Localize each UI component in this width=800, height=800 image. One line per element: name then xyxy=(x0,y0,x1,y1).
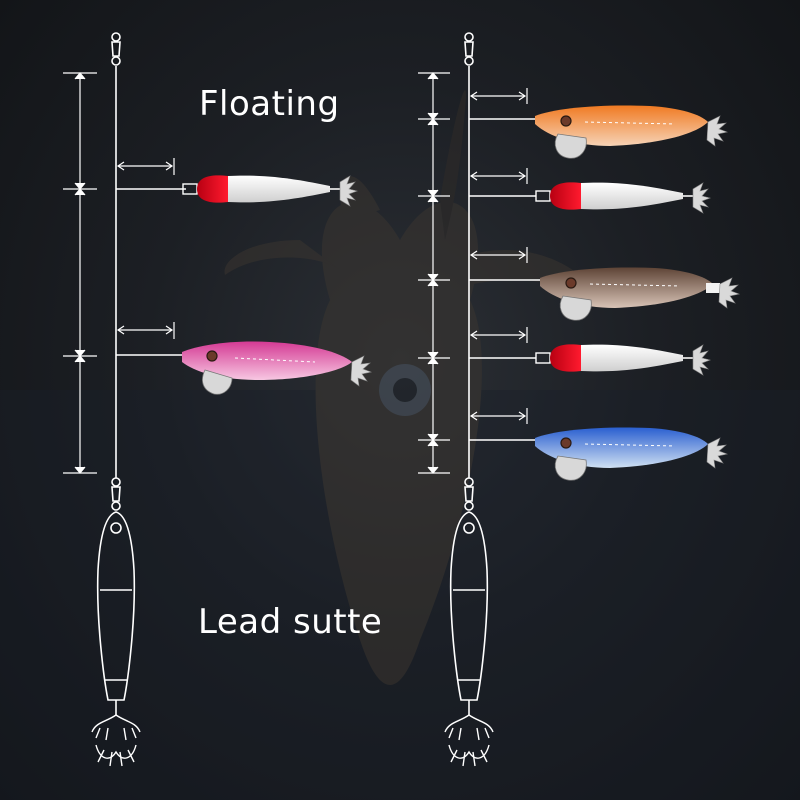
swivel-icon xyxy=(111,32,121,66)
swivel-icon xyxy=(464,32,474,66)
floating-label: Floating xyxy=(199,84,340,124)
sinker-icon xyxy=(96,511,136,715)
left-rig xyxy=(63,32,186,767)
dimension-arrows xyxy=(63,72,175,474)
squid-jig-icon xyxy=(182,341,373,395)
dimension-arrows xyxy=(418,72,528,474)
squid-jig-icon xyxy=(535,427,729,481)
right-rig xyxy=(418,32,540,767)
squid-jig-icon xyxy=(535,105,729,159)
lead-sutte-label: Lead sutte xyxy=(198,602,383,642)
squid-jig-icon xyxy=(540,267,741,321)
squid-jig-hook-icon xyxy=(91,714,141,767)
sinker-icon xyxy=(449,511,489,715)
float-lure-icon xyxy=(182,175,359,207)
float-lure-icon xyxy=(535,182,712,214)
squid-jig-hook-icon xyxy=(444,714,494,767)
swivel-icon xyxy=(464,477,474,511)
float-lure-icon xyxy=(535,344,712,376)
swivel-icon xyxy=(111,477,121,511)
